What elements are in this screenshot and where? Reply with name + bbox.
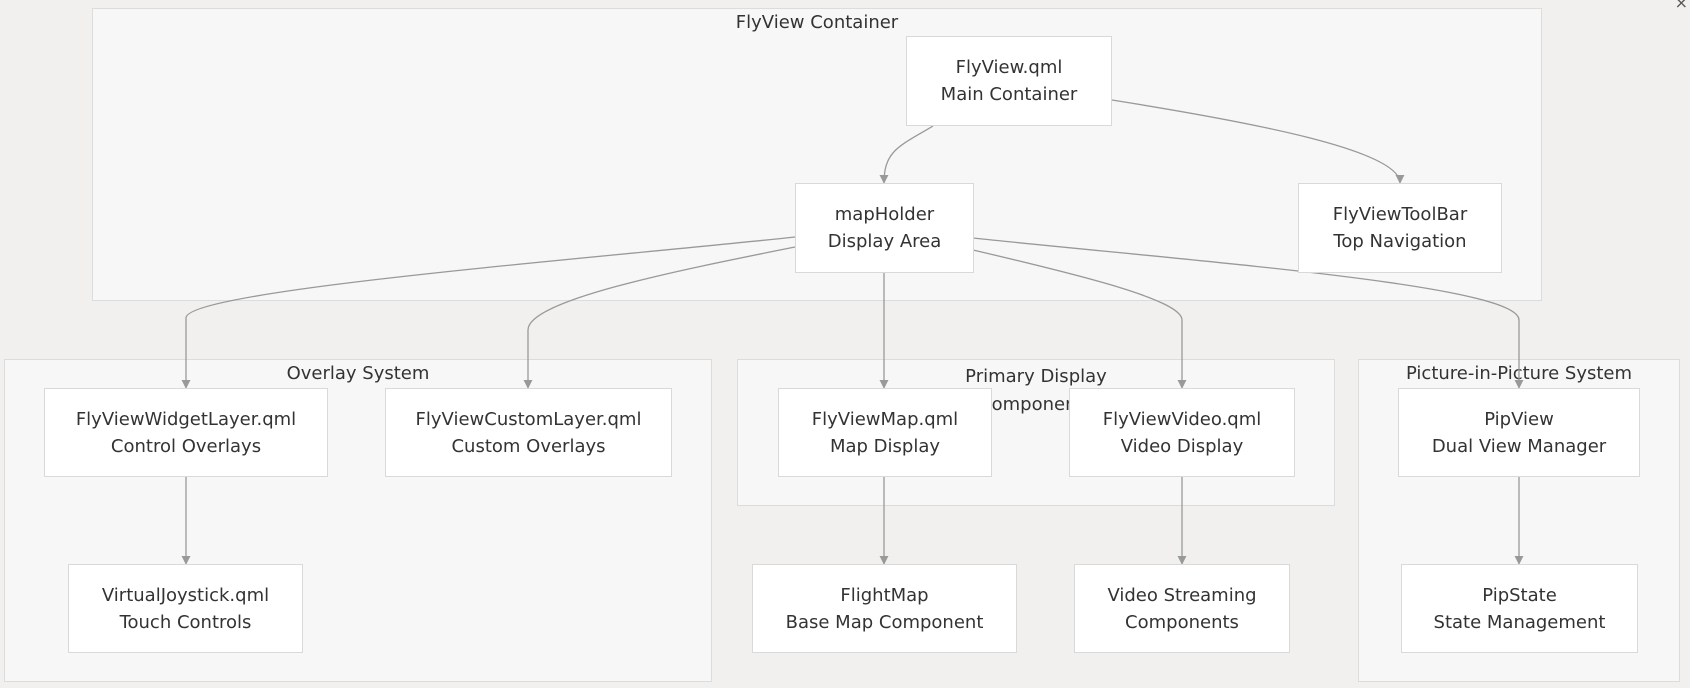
node-flyview-video-desc: Video Display xyxy=(1120,435,1244,457)
node-flyview-toolbar-desc: Top Navigation xyxy=(1333,231,1467,252)
node-video-streaming-desc: Components xyxy=(1125,611,1239,633)
node-pipstate[interactable]: PipState State Management xyxy=(1401,564,1638,653)
cluster-title-flyview-container: FlyView Container xyxy=(735,12,899,33)
node-flyview-map[interactable]: FlyViewMap.qml Map Display xyxy=(778,388,992,477)
node-custom-layer-title: FlyViewCustomLayer.qml xyxy=(415,408,642,430)
node-pipstate-desc: State Management xyxy=(1433,611,1606,633)
cluster-title-primary-display: Primary Display Components xyxy=(965,366,1107,415)
node-flyview-map-title: FlyViewMap.qml xyxy=(811,408,959,430)
node-virtual-joystick-desc: Touch Controls xyxy=(119,611,252,633)
node-flyview-toolbar-title: FlyViewToolBar xyxy=(1332,204,1468,225)
node-virtual-joystick-title: VirtualJoystick.qml xyxy=(101,584,270,606)
edge-mapholder-to-widget-layer xyxy=(181,236,796,389)
edge-mapholder-to-custom-layer xyxy=(523,246,796,389)
edge-flyview-to-toolbar xyxy=(1111,99,1405,184)
node-flyview-qml-desc: Main Container xyxy=(940,84,1078,105)
edge-mapholder-to-video xyxy=(972,249,1187,389)
node-flyview-qml[interactable]: FlyView.qml Main Container xyxy=(906,36,1112,126)
node-pipview-desc: Dual View Manager xyxy=(1431,435,1607,457)
node-mapholder-title: mapHolder xyxy=(834,204,935,225)
node-pipstate-title: PipState xyxy=(1482,584,1557,606)
node-flyview-video[interactable]: FlyViewVideo.qml Video Display xyxy=(1069,388,1295,477)
node-custom-layer[interactable]: FlyViewCustomLayer.qml Custom Overlays xyxy=(385,388,672,477)
node-widget-layer-desc: Control Overlays xyxy=(110,435,262,457)
node-pipview-title: PipView xyxy=(1484,408,1554,430)
edge-mapholder-to-pipview xyxy=(972,237,1524,389)
node-mapholder-desc: Display Area xyxy=(827,231,942,252)
close-icon[interactable]: × xyxy=(1674,0,1688,12)
node-flyview-qml-title: FlyView.qml xyxy=(955,57,1063,78)
node-flyview-map-desc: Map Display xyxy=(829,435,941,457)
node-widget-layer-title: FlyViewWidgetLayer.qml xyxy=(75,408,297,430)
node-pipview[interactable]: PipView Dual View Manager xyxy=(1398,388,1640,477)
node-flightmap-desc: Base Map Component xyxy=(785,611,984,633)
node-video-streaming-title: Video Streaming xyxy=(1107,584,1257,606)
cluster-title-overlay-system: Overlay System xyxy=(286,363,430,384)
node-virtual-joystick[interactable]: VirtualJoystick.qml Touch Controls xyxy=(68,564,303,653)
edge-flyview-to-mapholder xyxy=(879,125,934,184)
node-widget-layer[interactable]: FlyViewWidgetLayer.qml Control Overlays xyxy=(44,388,328,477)
node-flyview-video-title: FlyViewVideo.qml xyxy=(1102,408,1262,430)
node-flightmap[interactable]: FlightMap Base Map Component xyxy=(752,564,1017,653)
node-video-streaming[interactable]: Video Streaming Components xyxy=(1074,564,1290,653)
node-flyview-toolbar[interactable]: FlyViewToolBar Top Navigation xyxy=(1298,183,1502,273)
node-mapholder[interactable]: mapHolder Display Area xyxy=(795,183,974,273)
node-custom-layer-desc: Custom Overlays xyxy=(451,435,606,457)
node-flightmap-title: FlightMap xyxy=(840,584,929,606)
